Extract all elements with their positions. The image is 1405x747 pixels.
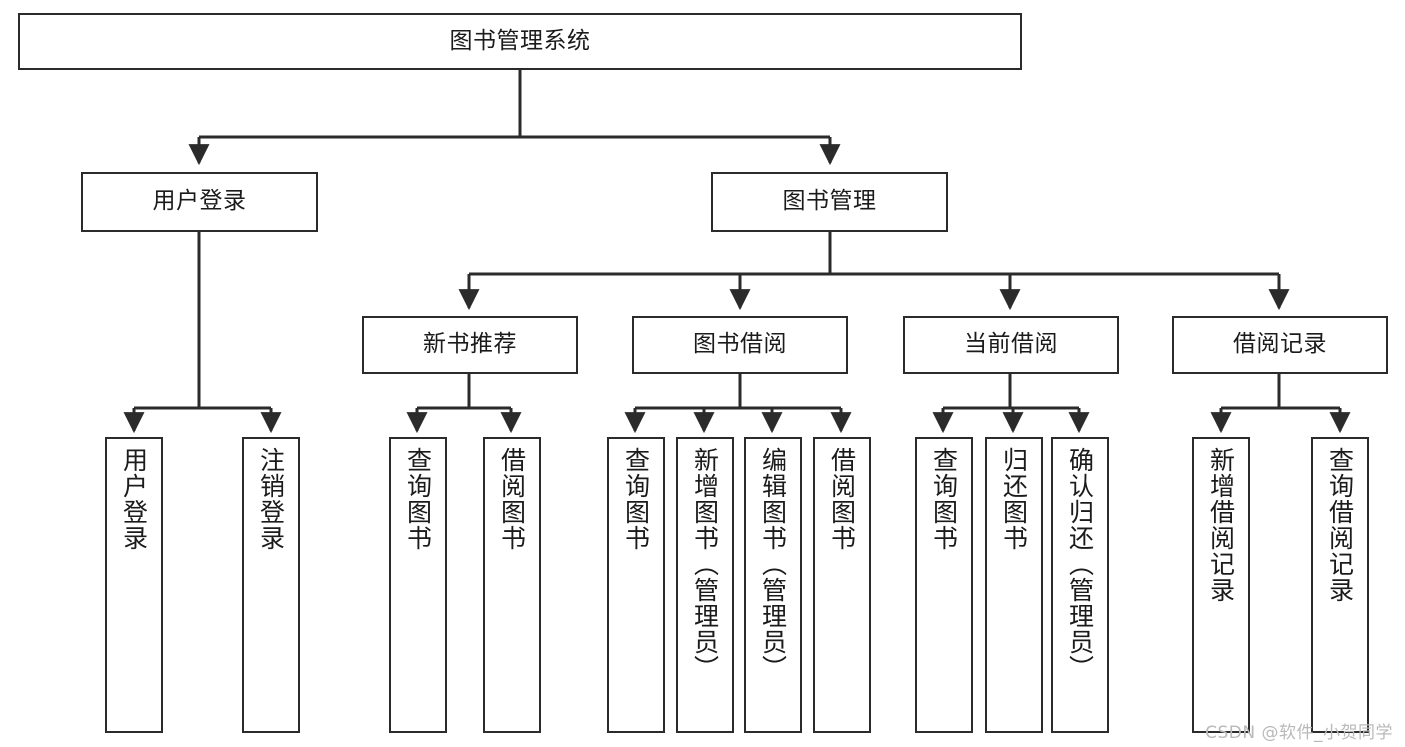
node-label: 查询图书 bbox=[929, 447, 959, 551]
leaf-current-confirm-return-admin[interactable]: 确认归还（管理员） bbox=[1051, 437, 1109, 733]
leaf-record-add-record[interactable]: 新增借阅记录 bbox=[1192, 437, 1250, 733]
leaf-borrow-borrow-book[interactable]: 借阅图书 bbox=[813, 437, 871, 733]
leaf-user-login-signout[interactable]: 注销登录 bbox=[242, 437, 300, 733]
leaf-borrow-edit-book-admin[interactable]: 编辑图书（管理员） bbox=[744, 437, 802, 733]
node-borrowing-record[interactable]: 借阅记录 bbox=[1172, 316, 1388, 374]
node-user-login[interactable]: 用户登录 bbox=[81, 172, 318, 232]
csdn-watermark: CSDN @软件_小贺同学 bbox=[1205, 723, 1393, 743]
leaf-record-query-record[interactable]: 查询借阅记录 bbox=[1311, 437, 1369, 733]
node-current-borrowing[interactable]: 当前借阅 bbox=[903, 316, 1119, 374]
node-label: 查询借阅记录 bbox=[1325, 447, 1355, 603]
node-label: 借阅图书 bbox=[827, 447, 857, 551]
leaf-current-query-book[interactable]: 查询图书 bbox=[915, 437, 973, 733]
node-label: 编辑图书（管理员） bbox=[758, 447, 788, 681]
leaf-borrow-query-book[interactable]: 查询图书 bbox=[607, 437, 665, 733]
node-label: 图书借阅 bbox=[693, 331, 787, 358]
node-label: 借阅图书 bbox=[497, 447, 527, 551]
node-label: 图书管理 bbox=[782, 188, 877, 215]
node-label: 查询图书 bbox=[621, 447, 651, 551]
node-new-book-recommendation[interactable]: 新书推荐 bbox=[362, 316, 578, 374]
leaf-recommend-borrow-book[interactable]: 借阅图书 bbox=[483, 437, 541, 733]
leaf-borrow-add-book-admin[interactable]: 新增图书（管理员） bbox=[676, 437, 734, 733]
node-label: 新书推荐 bbox=[423, 331, 517, 358]
node-label: 查询图书 bbox=[403, 447, 433, 551]
node-book-management-system[interactable]: 图书管理系统 bbox=[18, 13, 1022, 70]
node-label: 注销登录 bbox=[256, 447, 286, 551]
node-label: 当前借阅 bbox=[964, 331, 1058, 358]
node-label: 用户登录 bbox=[119, 447, 149, 551]
node-label: 图书管理系统 bbox=[449, 27, 591, 54]
node-label: 新增借阅记录 bbox=[1206, 447, 1236, 603]
node-label: 新增图书（管理员） bbox=[690, 447, 720, 681]
node-book-management[interactable]: 图书管理 bbox=[711, 172, 948, 232]
leaf-user-login-signin[interactable]: 用户登录 bbox=[105, 437, 163, 733]
node-label: 确认归还（管理员） bbox=[1065, 447, 1095, 681]
leaf-recommend-query-book[interactable]: 查询图书 bbox=[389, 437, 447, 733]
node-label: 用户登录 bbox=[152, 188, 247, 215]
leaf-current-return-book[interactable]: 归还图书 bbox=[985, 437, 1043, 733]
node-label: 归还图书 bbox=[999, 447, 1029, 551]
node-book-borrowing[interactable]: 图书借阅 bbox=[632, 316, 848, 374]
node-label: 借阅记录 bbox=[1233, 331, 1327, 358]
